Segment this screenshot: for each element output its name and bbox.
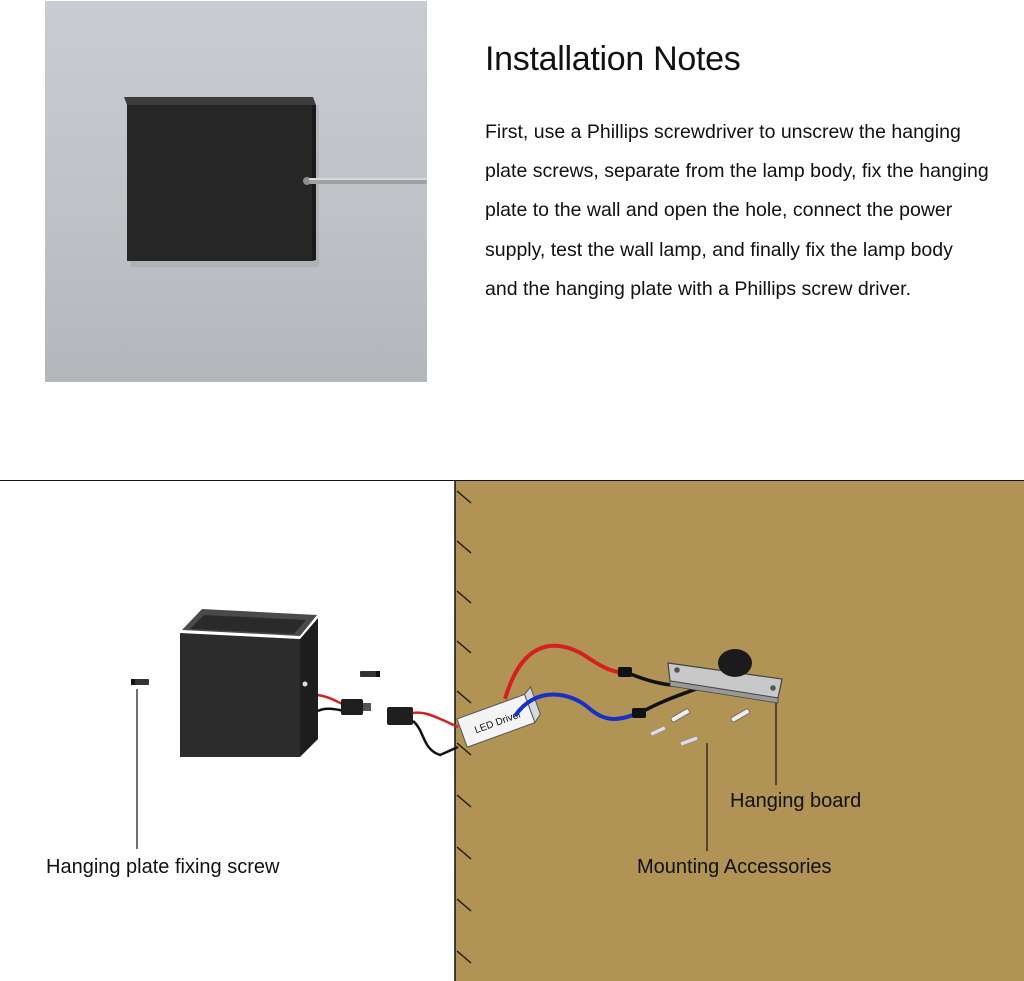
mounting-accessories-icons <box>649 708 750 746</box>
lamp-body <box>127 105 312 261</box>
driver-red-lead <box>412 711 459 729</box>
lamp-photo-illustration <box>124 97 427 267</box>
lamp-photo <box>45 1 427 382</box>
hanging-board-drawing <box>667 649 783 704</box>
installation-diagram-svg: LED Driver <box>131 481 1024 981</box>
lamp-red-wire <box>317 693 346 707</box>
installation-diagram: LED Driver Hanging plate fixing screw <box>0 480 1024 981</box>
driver-black-lead <box>412 720 459 757</box>
wire-nut-icon-1 <box>618 667 632 677</box>
wire-nut-icon-2 <box>632 708 646 718</box>
live-wire <box>503 643 629 700</box>
neutral-wire <box>513 692 641 721</box>
lamp-top-edge <box>124 97 316 105</box>
lamp-body-drawing <box>180 609 318 757</box>
wall <box>455 481 1024 981</box>
lamp-black-wire <box>317 707 346 713</box>
notes-body: First, use a Phillips screwdriver to uns… <box>485 121 989 300</box>
lamp-connector-icon <box>341 699 363 715</box>
driver-connector-icon <box>387 707 413 725</box>
label-fixing-screw: Hanging plate fixing screw <box>46 856 280 878</box>
wall-hatching <box>456 490 472 964</box>
screwdriver-highlight <box>309 178 427 180</box>
notes-title: Installation Notes <box>485 40 741 78</box>
lamp-connector-pins <box>363 703 371 711</box>
fixing-screw-icon <box>131 679 149 685</box>
label-hanging-board: Hanging board <box>730 790 862 812</box>
label-mounting-accessories: Mounting Accessories <box>637 856 832 878</box>
small-screw-icon <box>360 671 380 677</box>
